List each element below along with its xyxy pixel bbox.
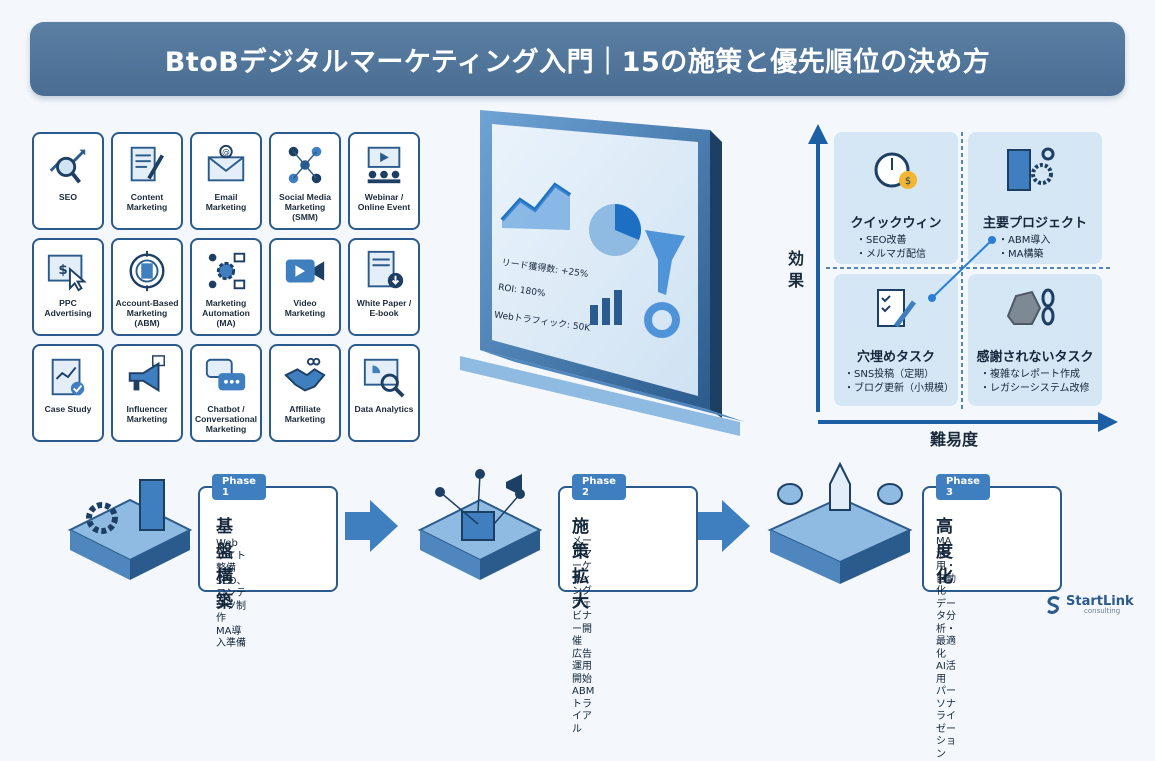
quadrant-title: 感謝されないタスク — [976, 350, 1094, 365]
quadrant-thankless: 感謝されないタスク ・複雑なレポート作成 ・レガシーシステム改修 — [968, 274, 1102, 406]
page-title: BtoBデジタルマーケティング入門｜15の施策と優先順位の決め方 — [164, 46, 991, 78]
phase-tag: Phase 1 — [212, 474, 266, 500]
phase-tag: Phase 3 — [936, 474, 990, 500]
svg-text:$: $ — [58, 263, 67, 278]
target-building-icon — [129, 250, 165, 292]
rock-chain-icon — [1006, 288, 1055, 326]
data-magnifier-icon — [363, 358, 405, 398]
quadrant-title: クイックウィン — [850, 216, 942, 231]
startlink-logo: StartLink consulting — [1046, 594, 1134, 615]
building-gears-icon — [1007, 147, 1055, 191]
whitepaper-download-icon — [367, 250, 404, 289]
svg-text:@: @ — [222, 147, 230, 156]
stopwatch-coin-icon: $ — [874, 152, 917, 189]
checklist-pencil-icon — [877, 289, 916, 328]
tactic-card-case-study: Case Study — [32, 344, 104, 442]
startlink-s-icon — [1047, 595, 1060, 614]
tactic-card-data-analytics: Data Analytics — [348, 344, 420, 442]
social-network-icon — [288, 146, 322, 184]
tactic-card-social-media: Social Media Marketing (SMM) — [269, 132, 341, 230]
phase-items: Webサイト整備 SEO、コンテンツ制作 MA導入準備 — [216, 538, 247, 649]
monitor-illustration: リード獲得数: +25% ROI: 180% Webトラフィック: 50K — [460, 110, 745, 436]
phase2-illustration — [417, 469, 543, 580]
logo-sub: consulting — [1084, 607, 1121, 615]
tactic-card-ppc: $ PPC Advertising — [32, 238, 104, 336]
tactic-card-content-marketing: Content Marketing — [111, 132, 183, 230]
phase-illustrations — [67, 461, 913, 584]
email-envelope-icon: @ — [207, 144, 245, 182]
quadrant-major-project: 主要プロジェクト ・ABM導入 ・MA構築 — [968, 132, 1102, 264]
tactic-card-chatbot: Chatbot / Conversational Marketing — [190, 344, 262, 442]
logo-name: StartLink — [1066, 594, 1134, 609]
quadrant-fill-in: 穴埋めタスク ・SNS投稿（定期） ・ブログ更新（小規模） — [834, 274, 958, 406]
tactic-card-influencer: Influencer Marketing — [111, 344, 183, 442]
tactics-grid: SEO Content Marketing @ Email Marketing … — [32, 132, 420, 442]
phase-title: 基盤構築 — [216, 517, 233, 612]
phase-items: メールマーケティング ウェビナー開催 広告運用開始 ABMトライアル — [572, 536, 595, 735]
quadrant-title: 穴埋めタスク — [856, 350, 935, 365]
quadrant-items: ・複雑なレポート作成 ・レガシーシステム改修 — [980, 369, 1090, 394]
phase-box — [922, 486, 1062, 592]
phase3-illustration — [767, 461, 913, 584]
phase-title: 施策拡大 — [572, 517, 589, 612]
phase-title: 高度化 — [936, 517, 953, 587]
webinar-presenter-icon — [367, 146, 401, 184]
tactic-card-abm: Account-Based Marketing (ABM) — [111, 238, 183, 336]
tactic-card-ma: Marketing Automation (MA) — [190, 238, 262, 336]
quadrant-quick-win: $ クイックウィン ・SEO改善 ・メルマガ配信 — [834, 132, 958, 264]
phase-box — [198, 486, 338, 592]
tactic-card-webinar: Webinar / Online Event — [348, 132, 420, 230]
automation-gears-icon — [208, 252, 246, 290]
quadrant-items: ・ABM導入 ・MA構築 — [998, 235, 1051, 260]
tactic-card-seo: SEO — [32, 132, 104, 230]
megaphone-icon — [128, 355, 165, 393]
quadrant-items: ・SNS投稿（定期） ・ブログ更新（小規模） — [844, 369, 954, 394]
quadrant-title: 主要プロジェクト — [982, 216, 1087, 231]
priority-matrix: $ クイックウィン ・SEO改善 ・メルマガ配信 主要プロジェクト ・ABM導入… — [792, 122, 1132, 452]
seo-chart-magnifier-icon — [49, 149, 86, 184]
tactic-card-email-marketing: @ Email Marketing — [190, 132, 262, 230]
tactic-card-video: Video Marketing — [269, 238, 341, 336]
phase-box — [558, 486, 698, 592]
y-axis-label: 効果 — [787, 249, 804, 290]
dashboard-monitor: リード獲得数: +25% ROI: 180% Webトラフィック: 50K — [440, 100, 780, 460]
chat-bubbles-icon — [205, 358, 246, 391]
tactic-card-affiliate: Affiliate Marketing — [269, 344, 341, 442]
video-camera-icon — [285, 259, 325, 283]
handshake-icon — [284, 357, 326, 392]
phase-tag: Phase 2 — [572, 474, 626, 500]
document-pen-icon — [130, 146, 164, 182]
ppc-cursor-icon: $ — [47, 254, 87, 292]
svg-text:$: $ — [905, 176, 911, 187]
quadrant-items: ・SEO改善 ・メルマガ配信 — [856, 235, 926, 260]
x-axis-label: 難易度 — [930, 430, 979, 449]
title-banner: BtoBデジタルマーケティング入門｜15の施策と優先順位の決め方 — [30, 22, 1125, 96]
case-study-clipboard-icon — [51, 358, 85, 396]
phase-items: MA活用・自動化 データ分析・最適化 AI活用 パーソナライゼーション — [936, 536, 956, 760]
tactic-card-whitepaper: White Paper / E-book — [348, 238, 420, 336]
phase1-illustration — [67, 479, 193, 580]
